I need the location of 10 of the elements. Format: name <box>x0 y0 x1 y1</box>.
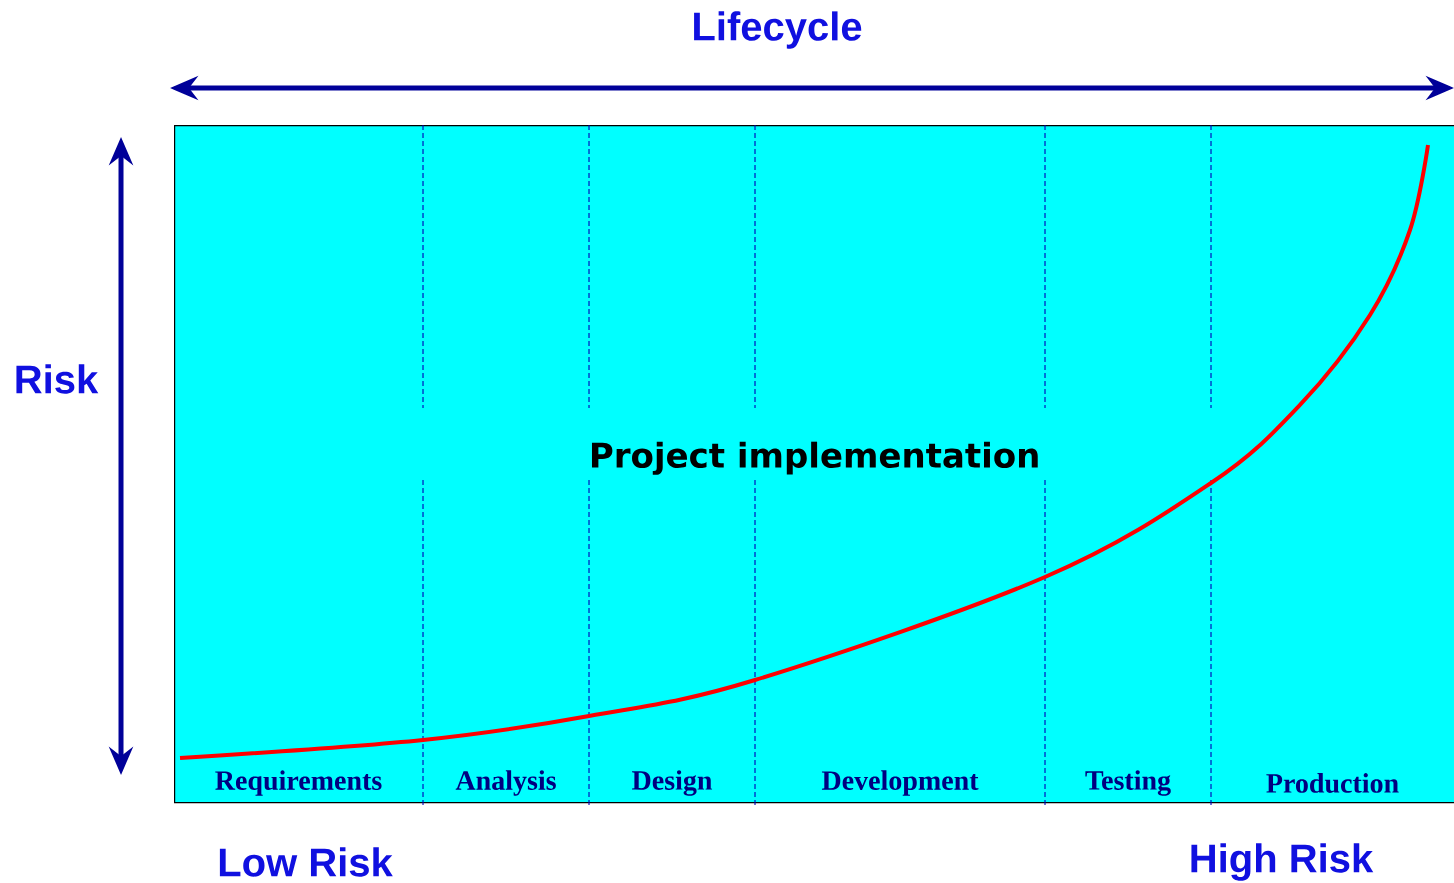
phase-label: Design <box>632 770 713 796</box>
scale-label: Low Risk <box>219 847 393 877</box>
axis-label: Lifecycle <box>694 11 862 49</box>
phase-label: Production <box>1266 773 1399 793</box>
phase-label: Analysis <box>455 770 556 796</box>
scale-label: High Risk <box>1191 843 1374 881</box>
phase-label: Requirements <box>215 770 382 796</box>
axis-label: Risk <box>16 364 99 394</box>
phase-label: Testing <box>1085 770 1171 796</box>
phase-label: Development <box>821 770 979 796</box>
